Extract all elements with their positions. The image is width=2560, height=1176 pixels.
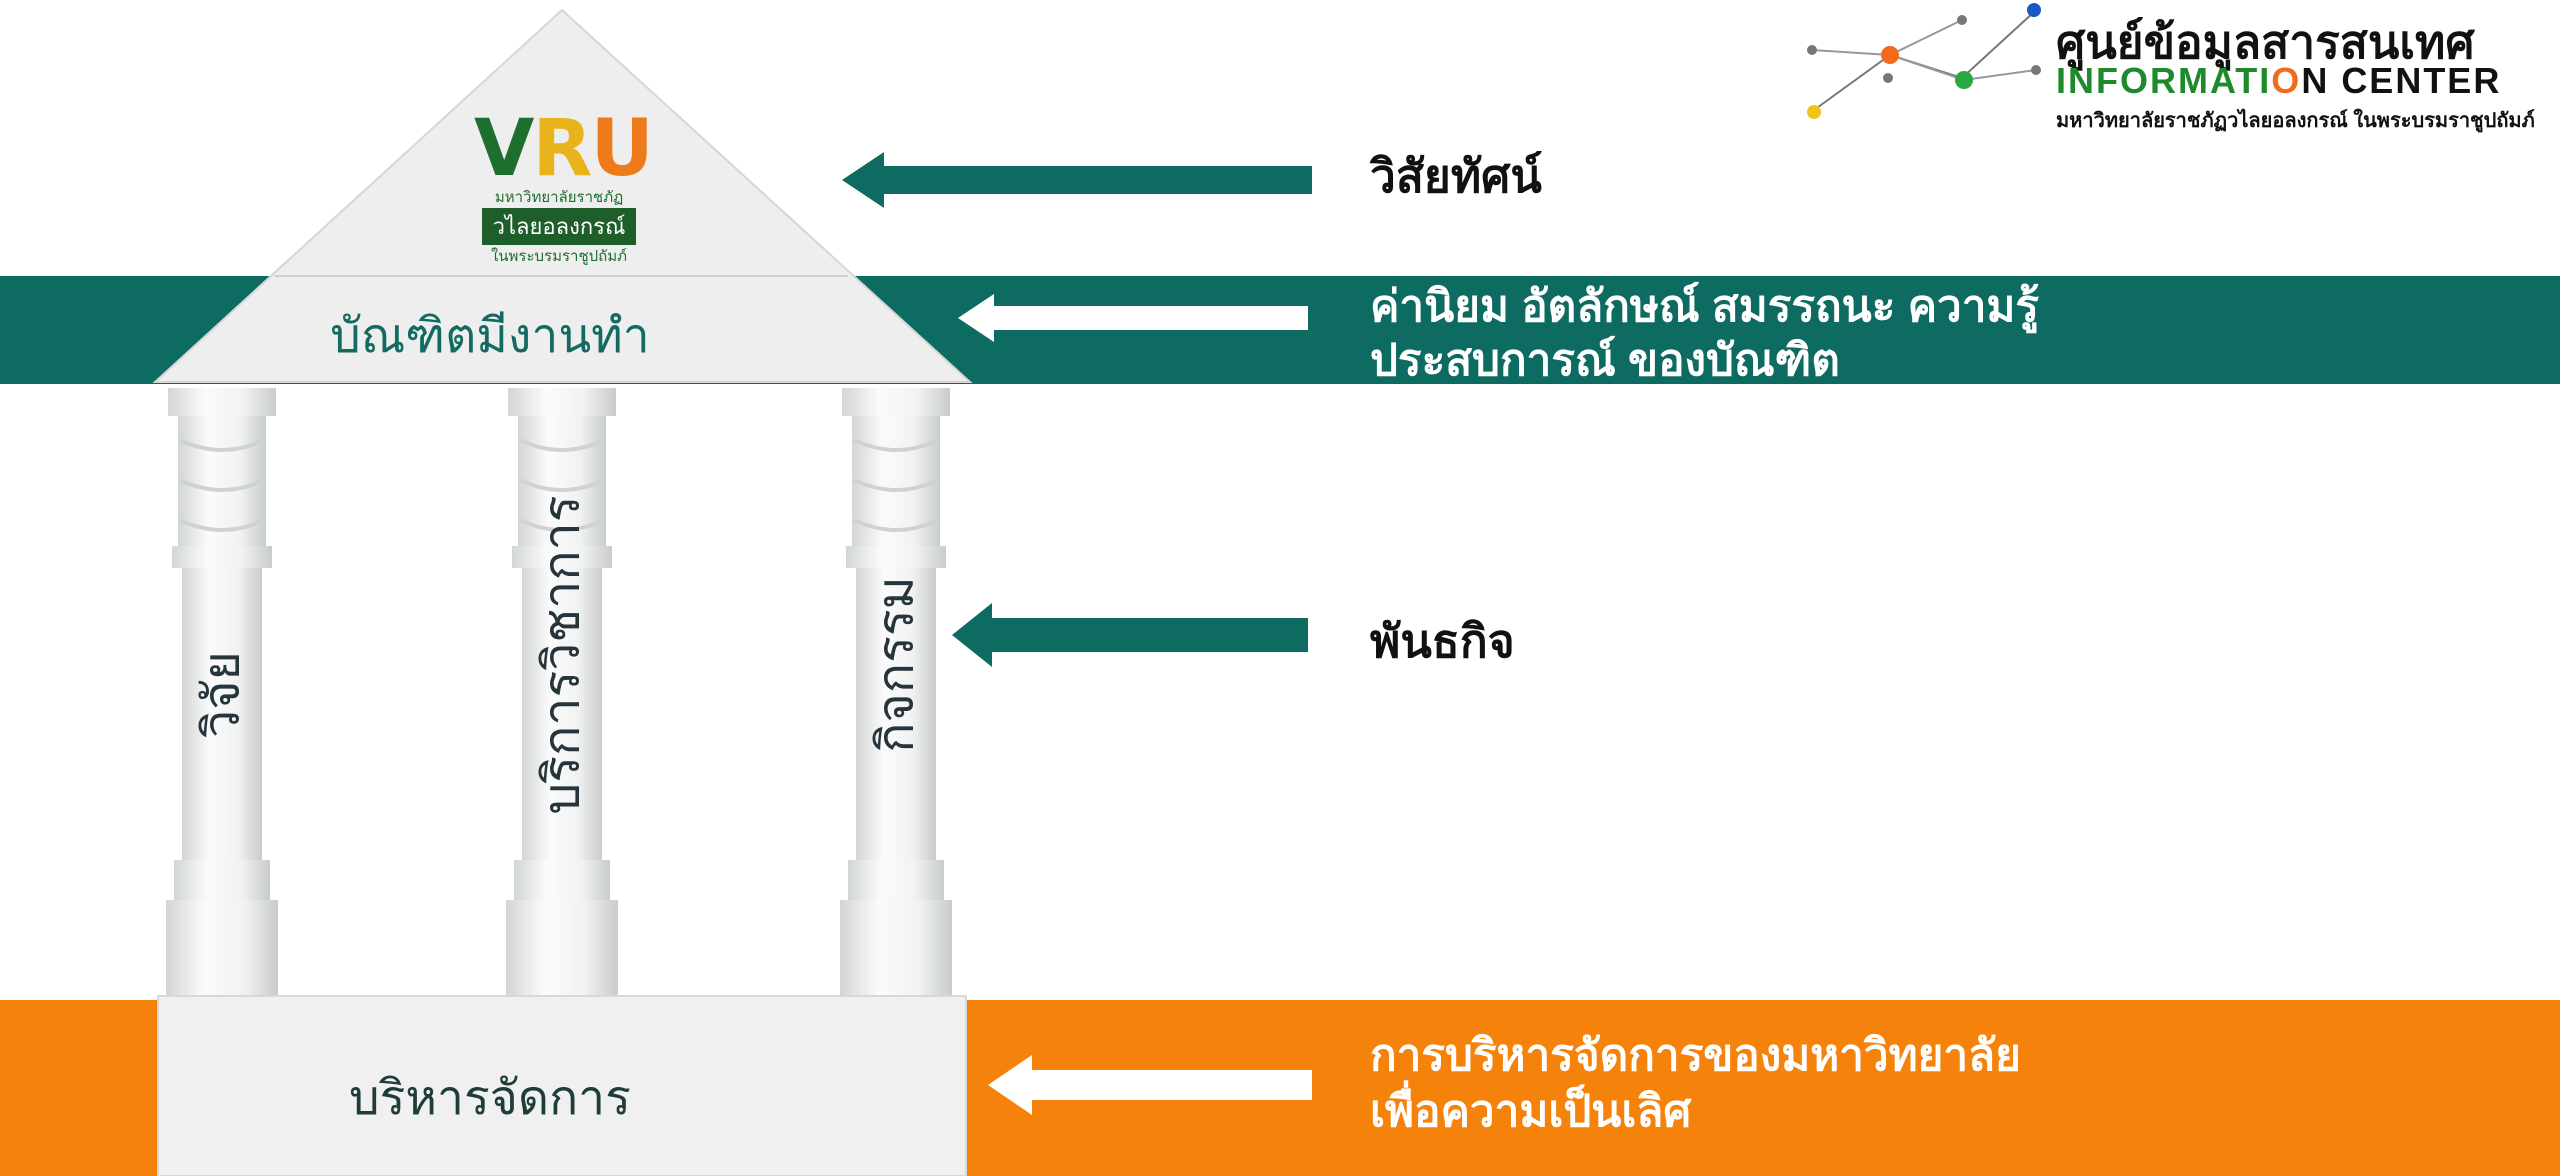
network-graph-icon	[1807, 3, 2041, 119]
pillar-label-academic-service: บริการวิชาการ	[532, 495, 591, 815]
arrow-left-icon	[988, 1055, 1312, 1115]
admin-label: การบริหารจัดการของมหาวิทยาลัย เพื่อความเ…	[1370, 1028, 2021, 1140]
info-center-title-en: INFORMATION CENTER	[2056, 60, 2502, 101]
arrow-left-icon	[952, 603, 1308, 667]
temple-base	[157, 995, 967, 1176]
info-center-logo: ศูนย์ข้อมูลสารสนเทศ INFORMATION CENTER ม…	[1800, 0, 2535, 140]
vru-logo: VRU มหาวิทยาลัยราชภัฏ วไลยอลงกรณ์ ในพระบ…	[474, 104, 654, 265]
pediment-label: บัณฑิตมีงานทำ	[330, 308, 650, 364]
pillar-label-research: วิจัย	[192, 651, 251, 738]
base-label: บริหารจัดการ	[349, 1070, 631, 1126]
pillar-activities	[840, 388, 952, 996]
info-center-subtitle: มหาวิทยาลัยราชภัฏวไลยอลงกรณ์ ในพระบรมราช…	[2056, 110, 2535, 132]
vru-line3: ในพระบรมราชูปถัมภ์	[490, 247, 628, 265]
vision-label: วิสัยทัศน์	[1370, 150, 1542, 202]
pillar-label-activities: กิจกรรม	[866, 576, 925, 753]
pillar-research	[166, 388, 278, 996]
vru-letters: VRU	[474, 104, 654, 194]
pillar-academic-service	[506, 388, 618, 996]
vru-line1: มหาวิทยาลัยราชภัฏ	[494, 188, 624, 206]
mission-label: พันธกิจ	[1370, 615, 1515, 667]
admin-line1: การบริหารจัดการของมหาวิทยาลัย	[1370, 1031, 2021, 1080]
values-line2: ประสบการณ์ ของบัณฑิต	[1370, 336, 1840, 385]
arrow-left-icon	[958, 294, 1308, 342]
arrow-left-icon	[842, 152, 1312, 208]
values-label: ค่านิยม อัตลักษณ์ สมรรถนะ ความรู้ ประสบก…	[1370, 280, 2039, 388]
info-center-title-th: ศูนย์ข้อมูลสารสนเทศ	[2056, 16, 2475, 68]
admin-line2: เพื่อความเป็นเลิศ	[1370, 1087, 1692, 1136]
vru-line2: วไลยอลงกรณ์	[482, 208, 636, 245]
values-line1: ค่านิยม อัตลักษณ์ สมรรถนะ ความรู้	[1370, 282, 2040, 331]
pediment	[152, 8, 973, 383]
